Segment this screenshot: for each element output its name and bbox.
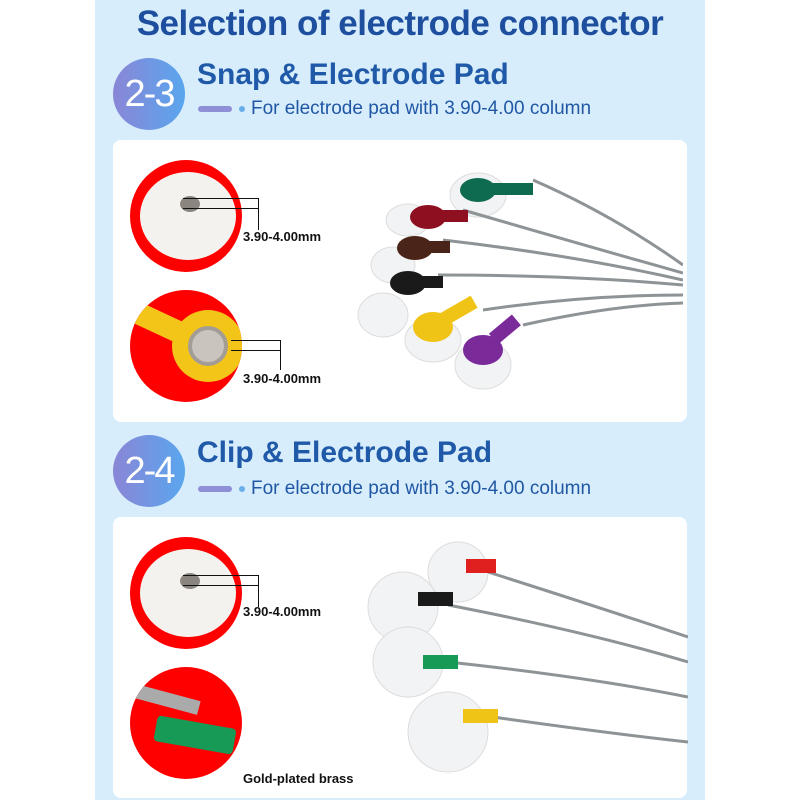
section-subtitle: For electrode pad with 3.90-4.00 column — [251, 478, 592, 499]
section-title: Snap & Electrode Pad — [197, 58, 509, 91]
dimension-label: 3.90-4.00mm — [243, 604, 322, 619]
section-badge: 2-4 — [113, 435, 185, 507]
product-panel: 3.90-4.00mm 3.90-4.00mm — [113, 140, 687, 422]
clip-leadwires-photo — [367, 541, 688, 773]
section-badge: 2-3 — [113, 58, 185, 130]
decor-bar — [198, 486, 232, 492]
electrode-pad-closeup — [130, 160, 242, 272]
dimension-label: 3.90-4.00mm — [243, 371, 322, 386]
decor-dot — [239, 106, 245, 112]
snap-connector-closeup — [130, 290, 242, 402]
page-title: Selection of electrode connector — [136, 4, 664, 43]
electrode-pad-closeup — [130, 537, 242, 649]
snap-leadwires-photo — [357, 172, 683, 390]
decor-bar — [198, 106, 232, 112]
material-label: Gold-plated brass — [243, 771, 354, 786]
product-panel: 3.90-4.00mm Gold-plated brass — [113, 517, 688, 798]
clip-connector-closeup — [130, 667, 242, 779]
decor-dot — [239, 486, 245, 492]
dimension-label: 3.90-4.00mm — [243, 229, 322, 244]
section-title: Clip & Electrode Pad — [197, 436, 493, 469]
section-subtitle: For electrode pad with 3.90-4.00 column — [251, 98, 592, 119]
